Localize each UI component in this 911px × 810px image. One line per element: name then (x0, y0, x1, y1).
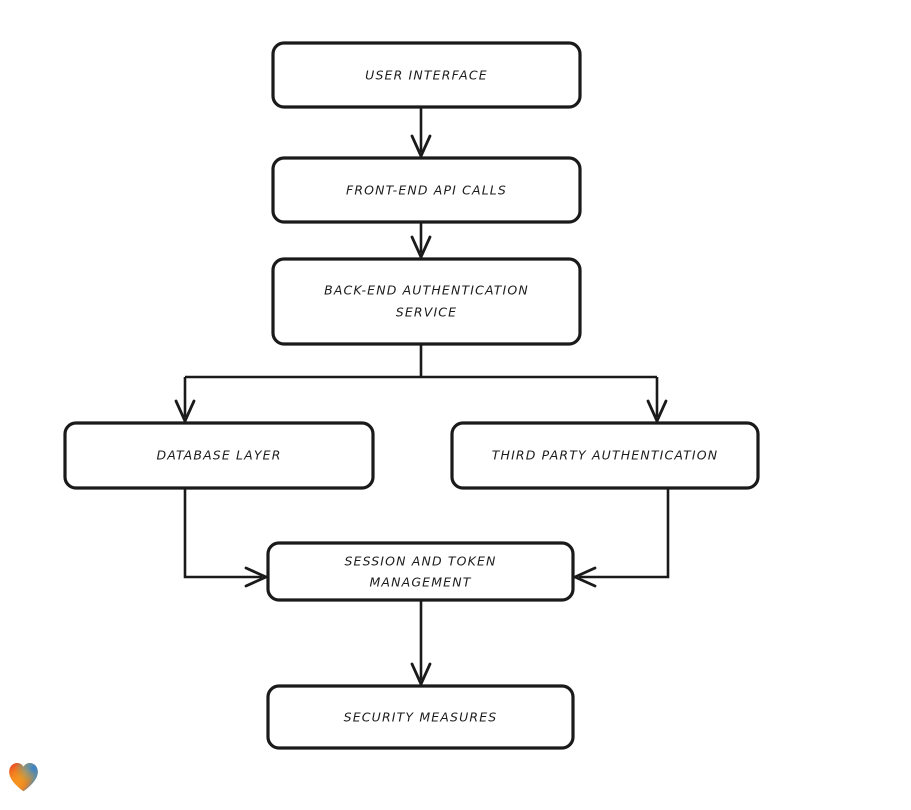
node-back-end-authentication-service-label-line2: SERVICE (396, 305, 457, 320)
node-front-end-api-calls[interactable]: FRONT-END API CALLS (271, 156, 582, 224)
node-security-measures-label: SECURITY MEASURES (344, 710, 498, 725)
node-user-interface-shape[interactable] (271, 41, 582, 109)
node-database-layer-shape[interactable] (63, 421, 375, 490)
edge-session-to-security (410, 600, 432, 686)
edge-database-to-session (183, 488, 268, 588)
node-session-and-token-management-label-line2: MANAGEMENT (370, 575, 472, 590)
edge-thirdparty-to-session (573, 488, 670, 588)
node-user-interface[interactable]: USER INTERFACE (271, 41, 582, 109)
node-database-layer[interactable]: DATABASE LAYER (63, 421, 375, 490)
node-front-end-api-calls-label: FRONT-END API CALLS (346, 183, 507, 198)
node-third-party-authentication-label: THIRD PARTY AUTHENTICATION (492, 448, 719, 463)
node-back-end-authentication-service-shape[interactable] (271, 257, 582, 346)
heart-icon (9, 762, 38, 792)
node-back-end-authentication-service-label-line1: BACK-END AUTHENTICATION (324, 283, 529, 298)
node-back-end-authentication-service[interactable]: BACK-END AUTHENTICATION SERVICE (271, 257, 582, 346)
node-third-party-authentication[interactable]: THIRD PARTY AUTHENTICATION (450, 421, 760, 490)
edge-ui-to-api (410, 107, 432, 158)
node-session-and-token-management-shape[interactable] (266, 541, 575, 602)
heart-icon-fill (9, 762, 38, 792)
node-front-end-api-calls-shape[interactable] (271, 156, 582, 224)
node-database-layer-label: DATABASE LAYER (156, 448, 281, 463)
node-third-party-authentication-shape[interactable] (450, 421, 760, 490)
node-session-and-token-management[interactable]: SESSION AND TOKEN MANAGEMENT (266, 541, 575, 602)
edge-backend-to-database (174, 377, 196, 423)
node-session-and-token-management-label-line1: SESSION AND TOKEN (344, 554, 496, 569)
edge-api-to-backend (410, 222, 432, 259)
edge-backend-split-bus (185, 344, 657, 379)
node-security-measures[interactable]: SECURITY MEASURES (266, 684, 575, 750)
node-security-measures-shape[interactable] (266, 684, 575, 750)
edge-backend-to-thirdparty (646, 377, 668, 423)
node-user-interface-label: USER INTERFACE (365, 68, 488, 83)
